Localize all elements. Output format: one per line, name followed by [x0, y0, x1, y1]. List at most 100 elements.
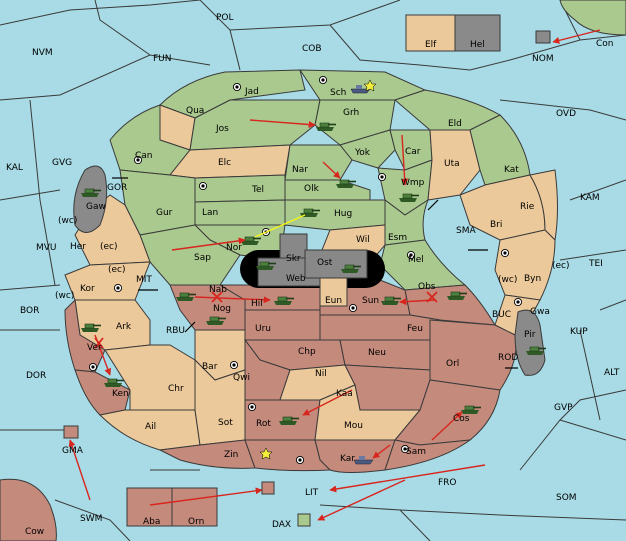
land-gma[interactable]	[63, 425, 79, 439]
label-kar: Kar	[340, 454, 355, 464]
land-eun[interactable]	[319, 277, 348, 307]
land-jad[interactable]	[159, 69, 306, 119]
label-can: Can	[135, 151, 153, 161]
label-pol: POL	[216, 13, 234, 23]
label-ec1: (ec)	[100, 242, 118, 252]
label-nil: Nil	[315, 369, 327, 379]
label-ail: Ail	[145, 422, 156, 432]
land-zin2[interactable]	[244, 439, 332, 472]
label-tel: Tel	[251, 185, 264, 195]
label-sch: Sch	[330, 88, 346, 98]
label-grh: Grh	[343, 108, 359, 118]
label-rod: ROD	[498, 353, 518, 363]
label-rot: Rot	[256, 419, 271, 429]
label-lit: LIT	[305, 488, 319, 498]
label-sot: Sot	[218, 418, 233, 428]
land-dax-marker[interactable]	[297, 513, 311, 527]
label-jos: Jos	[215, 124, 229, 134]
label-cob: COB	[302, 44, 322, 54]
support-arrow	[254, 214, 306, 238]
land-ken[interactable]	[74, 369, 131, 416]
label-wmp: Wmp	[401, 178, 425, 188]
label-wil: Wil	[356, 235, 370, 245]
label-mvu: MVU	[36, 243, 57, 253]
label-feu: Feu	[407, 324, 423, 334]
label-ark: Ark	[116, 322, 132, 332]
land-tel[interactable]	[194, 174, 286, 203]
label-pir: Pir	[524, 330, 536, 340]
label-skr: Skr	[286, 254, 301, 264]
label-dor: DOR	[26, 371, 46, 381]
land-gaw[interactable]	[73, 165, 108, 233]
land-sap[interactable]	[139, 224, 241, 286]
label-orl: Orl	[446, 359, 459, 369]
label-elf: Elf	[425, 40, 437, 50]
land-pir[interactable]	[514, 309, 546, 376]
label-buc: BUC	[492, 310, 511, 320]
label-eun: Eun	[325, 296, 342, 306]
land-orn[interactable]	[171, 487, 218, 527]
label-fun: FUN	[153, 54, 172, 64]
label-gvg: GVG	[52, 158, 72, 168]
label-qua: Qua	[186, 106, 204, 116]
label-nor: Nor	[226, 243, 242, 253]
label-mel: Mel	[408, 255, 424, 265]
label-gur: Gur	[156, 208, 173, 218]
label-nog: Nog	[213, 304, 231, 314]
land-ost[interactable]	[304, 249, 368, 279]
land-elf[interactable]	[405, 14, 456, 52]
label-chp: Chp	[298, 347, 316, 357]
label-wc2: (wc)	[55, 291, 74, 301]
label-rbu: RBU	[166, 326, 185, 336]
land-con[interactable]	[559, 0, 626, 36]
land-nom[interactable]	[535, 30, 551, 44]
label-sma: SMA	[456, 226, 476, 236]
land-ver[interactable]	[64, 298, 106, 373]
land-cow[interactable]	[0, 478, 57, 541]
label-hil: Hil	[251, 299, 263, 309]
label-gaw: Gaw	[86, 202, 106, 212]
label-aba: Aba	[143, 517, 160, 527]
star-icon	[259, 447, 273, 460]
label-kaa: Kaa	[336, 389, 353, 399]
label-uta: Uta	[444, 159, 460, 169]
cancel-marks	[94, 291, 438, 349]
land-skr[interactable]	[279, 233, 308, 261]
label-bar: Bar	[202, 362, 218, 372]
label-con: Con	[596, 39, 614, 49]
label-nvm: NVM	[32, 48, 53, 58]
label-tei: TEI	[588, 259, 603, 269]
label-kal: KAL	[6, 163, 23, 173]
label-rie: Rie	[520, 202, 535, 212]
label-ec3: (ec)	[552, 261, 570, 271]
strait-arrows	[112, 177, 518, 369]
label-byn: Byn	[524, 274, 541, 284]
label-kat: Kat	[504, 165, 519, 175]
land-obs[interactable]	[404, 284, 496, 326]
land-hel[interactable]	[454, 14, 501, 52]
label-alt: ALT	[604, 368, 620, 378]
label-elc: Elc	[218, 158, 231, 168]
label-ovd: OVD	[556, 109, 576, 119]
label-bor: BOR	[20, 306, 39, 316]
label-esm: Esm	[388, 233, 407, 243]
label-nom: NOM	[532, 54, 554, 64]
label-wc1: (wc)	[58, 216, 77, 226]
label-hel: Hel	[470, 40, 485, 50]
label-orn: Orn	[188, 517, 204, 527]
label-kam: KAM	[580, 193, 600, 203]
land-lit-marker[interactable]	[261, 481, 275, 495]
label-nab: Nab	[209, 285, 227, 295]
label-her: Her	[70, 242, 86, 252]
label-qwi: Qwi	[233, 373, 250, 383]
label-yok: Yok	[354, 148, 371, 158]
label-olk: Olk	[304, 184, 320, 194]
land-aba[interactable]	[126, 487, 173, 527]
label-sap: Sap	[194, 253, 211, 263]
label-web: Web	[286, 274, 306, 284]
central-hub	[240, 233, 385, 307]
label-ver: Ver	[87, 343, 102, 353]
label-som: SOM	[556, 493, 577, 503]
